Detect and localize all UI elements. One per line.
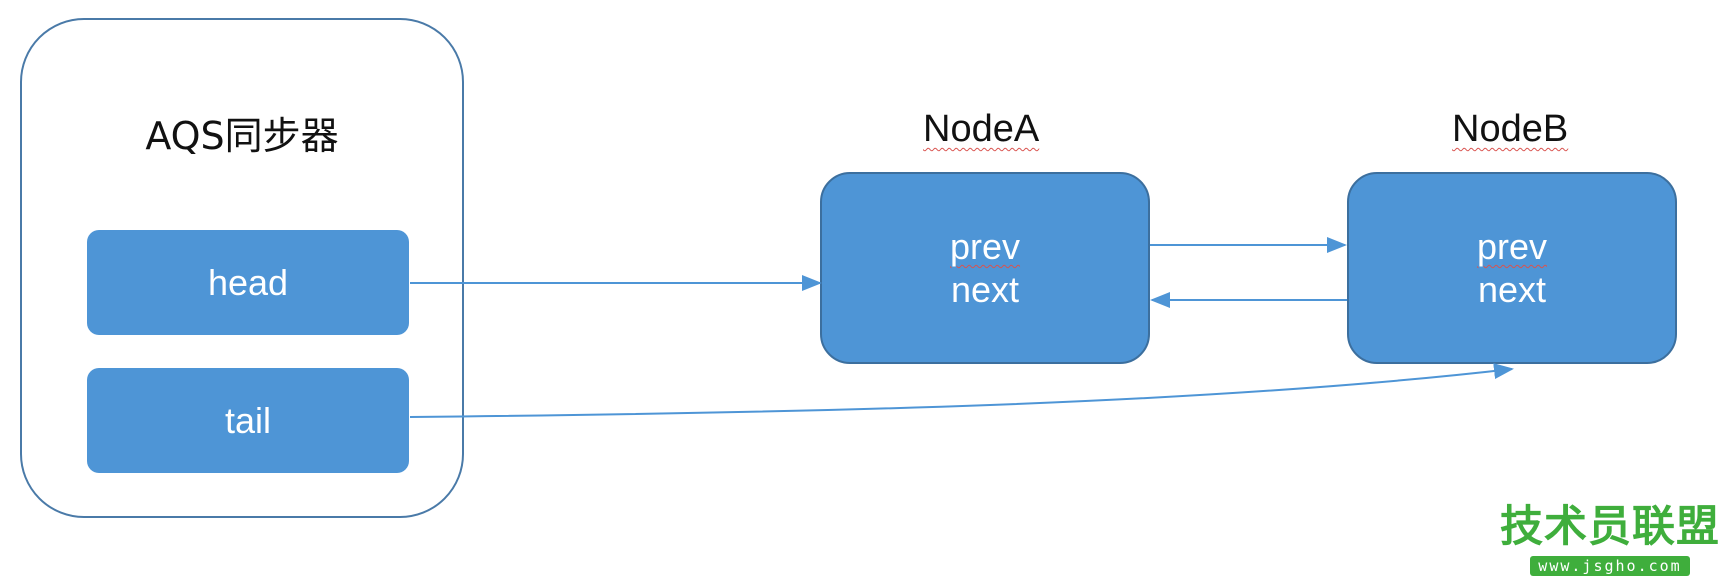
node-b-prev: prev <box>1476 225 1548 267</box>
watermark-title: 技术员联盟 <box>1500 502 1720 552</box>
watermark-url: www.jsgho.com <box>1530 556 1690 576</box>
node-b: prev next <box>1347 172 1677 364</box>
head-field: head <box>87 230 409 335</box>
node-a-label: NodeA <box>923 108 1040 150</box>
node-a-prev: prev <box>949 225 1021 267</box>
tail-field: tail <box>87 368 409 473</box>
node-a-next: next <box>950 269 1020 310</box>
watermark-logo: 技术员联盟 www.jsgho.com <box>1500 492 1720 576</box>
tail-to-node-b-arrow <box>409 363 1514 418</box>
aqs-title: AQS同步器 <box>145 114 339 158</box>
node-b-next: next <box>1477 269 1547 310</box>
node-b-label: NodeB <box>1452 108 1569 150</box>
node-a: prev next <box>820 172 1150 364</box>
